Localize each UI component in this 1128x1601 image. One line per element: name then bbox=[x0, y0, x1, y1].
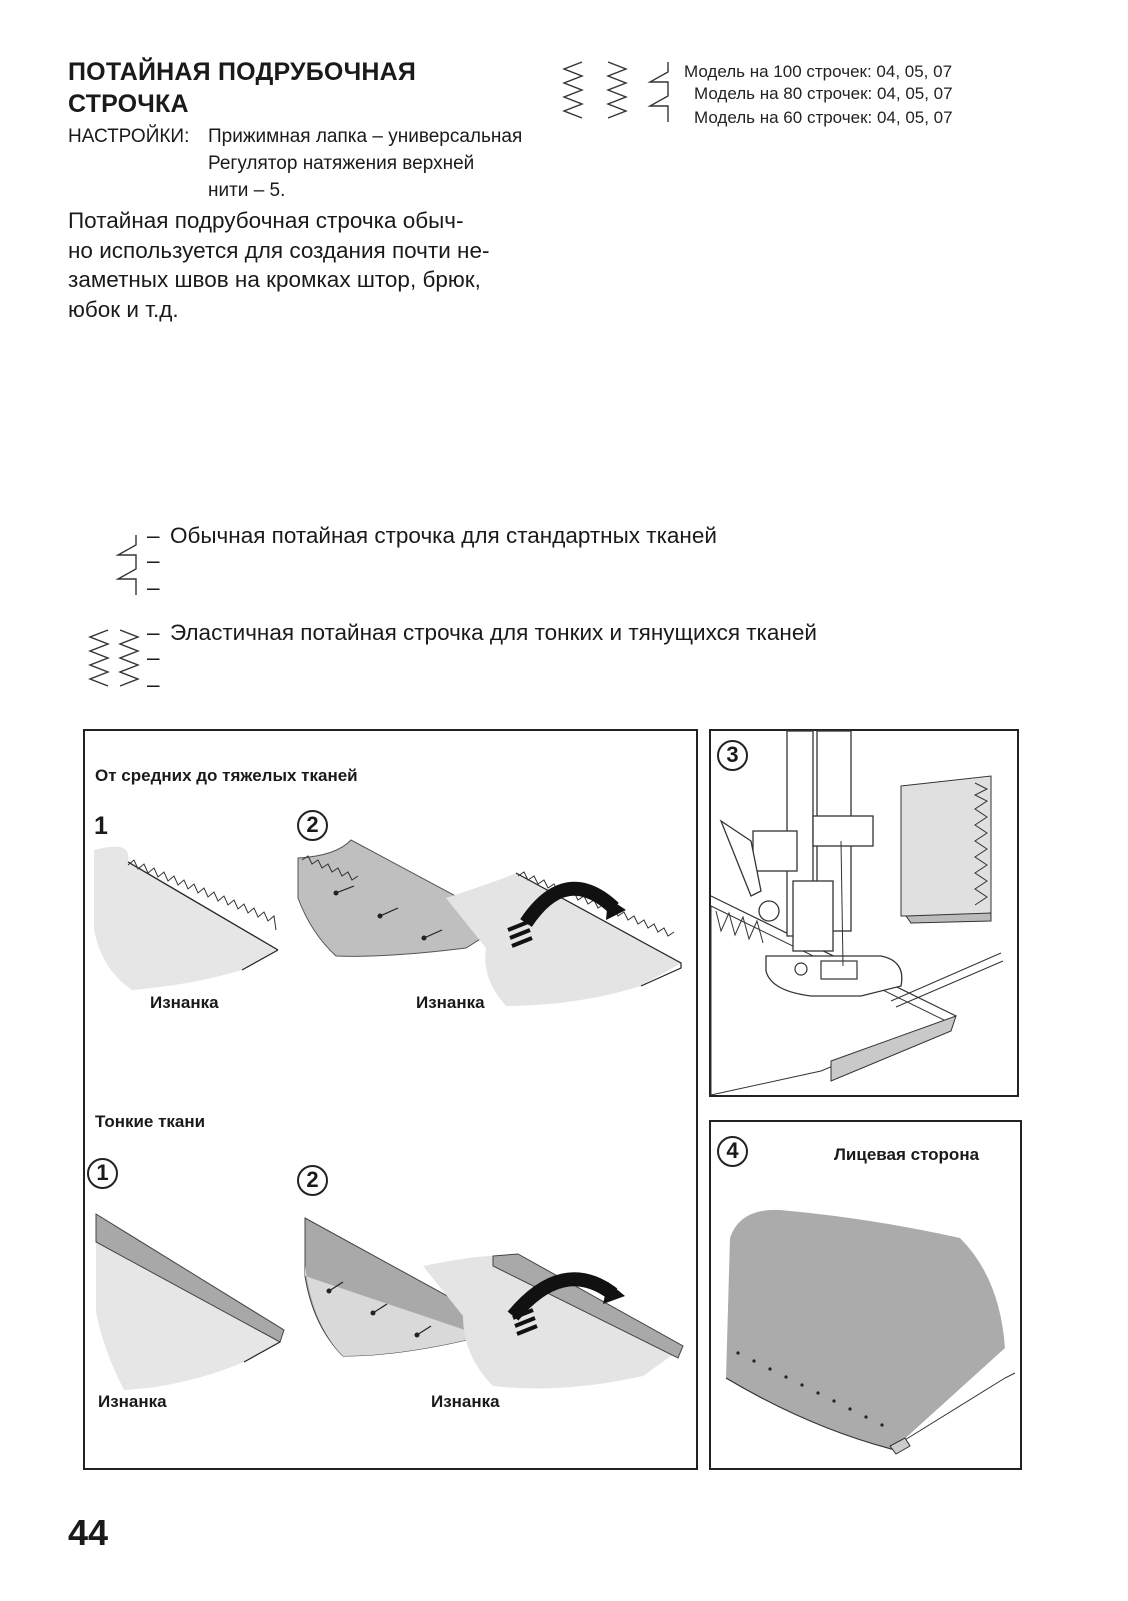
step-number-2: 2 bbox=[297, 810, 328, 841]
panel-steps-fabric bbox=[83, 729, 698, 1470]
title-line-1: ПОТАЙНАЯ ПОДРУБОЧНАЯ bbox=[68, 58, 417, 86]
intro-line: юбок и т.д. bbox=[68, 296, 179, 322]
legend-dash: – bbox=[147, 620, 160, 645]
step-number-2: 2 bbox=[297, 1165, 328, 1196]
label-right-side: Лицевая сторона bbox=[834, 1145, 980, 1164]
step-number-1: 1 bbox=[94, 812, 108, 840]
label-reverse-side: Изнанка bbox=[431, 1392, 500, 1411]
fabric-illustration-thin-pinned bbox=[304, 1217, 684, 1389]
section-medium-heavy: От средних до тяжелых тканей bbox=[95, 766, 358, 785]
stitch-icon-blind-hem bbox=[647, 62, 669, 122]
intro-line: но используется для создания почти не- bbox=[68, 237, 490, 263]
section-thin: Тонкие ткани bbox=[95, 1112, 206, 1131]
label-reverse-side: Изнанка bbox=[416, 993, 485, 1012]
fabric-illustration-folded-edge bbox=[95, 1213, 285, 1390]
stitch-icon-elastic-blind-hem bbox=[562, 61, 628, 119]
intro-line: заметных швов на кромках штор, брюк, bbox=[68, 267, 481, 292]
fabric-illustration-pinned-fold bbox=[297, 839, 682, 1006]
legend-regular-blind: Обычная потайная строчка для стандартных… bbox=[170, 523, 717, 548]
legend-dash: – bbox=[147, 548, 160, 573]
settings-tension: Регулятор натяжения верхней bbox=[208, 153, 475, 174]
settings-tension-value: нити – 5. bbox=[208, 180, 286, 201]
model-60: Модель на 60 строчек: 04, 05, 07 bbox=[694, 108, 953, 127]
settings-presser-foot: Прижимная лапка – универсальная bbox=[208, 126, 523, 147]
stitch-icon-elastic-blind bbox=[88, 629, 140, 687]
legend-elastic-blind: Эластичная потайная строчка для тонких и… bbox=[170, 620, 817, 645]
stitch-icon-regular-blind bbox=[115, 535, 137, 595]
fabric-illustration-finished-hem bbox=[725, 1209, 1016, 1455]
label-reverse-side: Изнанка bbox=[98, 1392, 167, 1411]
model-100: Модель на 100 строчек: 04, 05, 07 bbox=[684, 62, 953, 81]
step-number-4: 4 bbox=[717, 1136, 748, 1167]
page-number: 44 bbox=[68, 1512, 109, 1553]
settings-label: НАСТРОЙКИ: bbox=[68, 126, 190, 147]
title-line-2: СТРОЧКА bbox=[68, 90, 189, 118]
legend-dash: – bbox=[147, 575, 160, 600]
presser-foot-sewing-illustration bbox=[710, 730, 1011, 1096]
panel-step-4 bbox=[709, 1120, 1022, 1470]
fabric-illustration-overcast-edge bbox=[94, 846, 279, 990]
panel-step-3 bbox=[709, 729, 1019, 1097]
intro-paragraph: Потайная подрубочная строчка обыч- но ис… bbox=[68, 206, 489, 324]
intro-line: Потайная подрубочная строчка обыч- bbox=[68, 208, 464, 233]
model-80: Модель на 80 строчек: 04, 05, 07 bbox=[694, 84, 953, 103]
label-reverse-side: Изнанка bbox=[150, 993, 219, 1012]
legend-dash: – bbox=[147, 523, 160, 548]
step-number-1: 1 bbox=[87, 1158, 118, 1189]
page-title: ПОТАЙНАЯ ПОДРУБОЧНАЯ СТРОЧКА bbox=[68, 56, 416, 120]
legend-dash: – bbox=[147, 645, 160, 670]
legend-dash: – bbox=[147, 672, 160, 697]
step-number-3: 3 bbox=[717, 740, 748, 771]
